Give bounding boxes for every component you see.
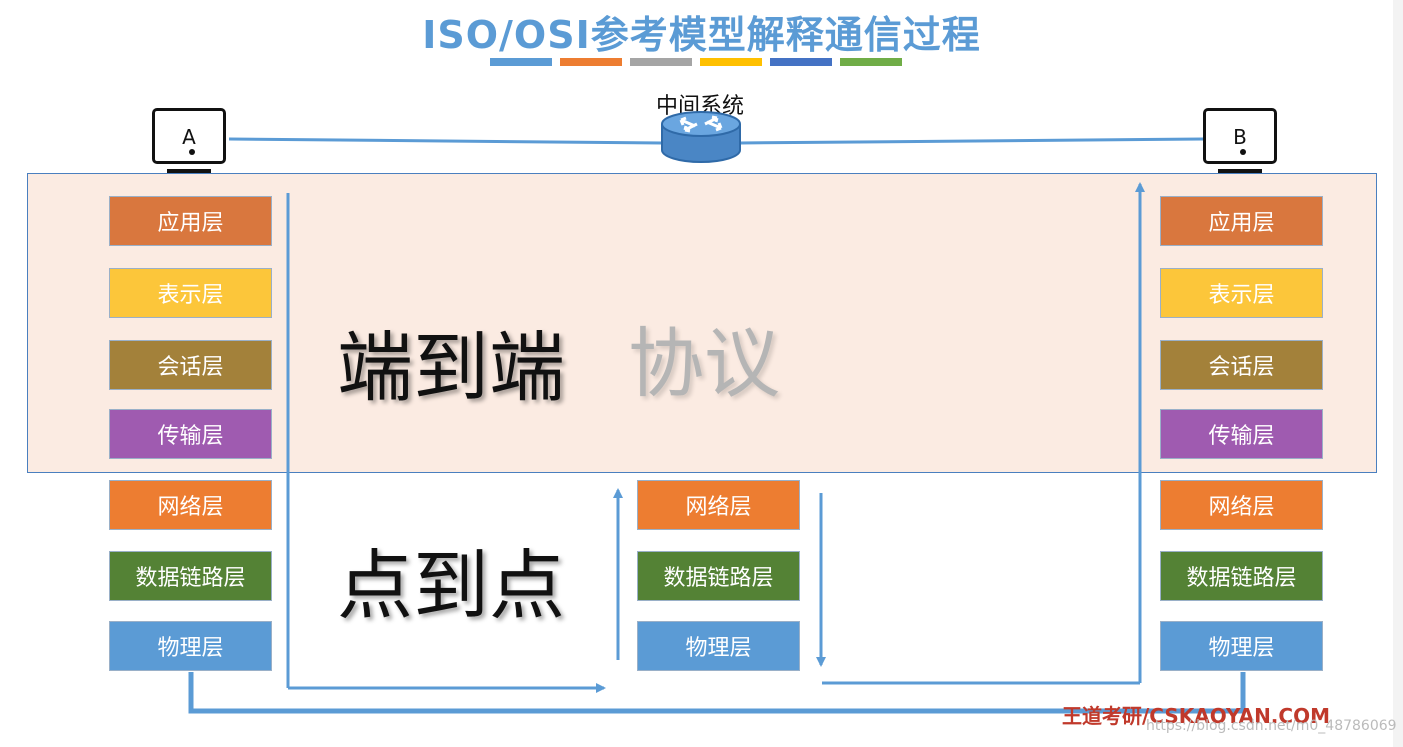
host-b-power-dot xyxy=(1240,149,1246,155)
host-b-stand xyxy=(1218,169,1262,173)
host-b-transport-layer: 传输层 xyxy=(1160,409,1323,459)
host-a-application-layer: 应用层 xyxy=(109,196,272,246)
physical-cable xyxy=(188,672,1246,714)
title-stripe-4 xyxy=(700,58,762,66)
watermark-logo-text: 王道考研/CSKAOYAN.COM xyxy=(1062,704,1330,728)
end-to-end-label: 端到端 xyxy=(337,323,565,412)
page-title: ISO/OSI参考模型解释通信过程 xyxy=(422,13,981,57)
title-stripe-5 xyxy=(770,58,832,66)
title-stripe-1 xyxy=(490,58,552,66)
host-b-physical-layer: 物理层 xyxy=(1160,621,1323,671)
host-b-session-layer: 会话层 xyxy=(1160,340,1323,390)
host-b-datalink-layer: 数据链路层 xyxy=(1160,551,1323,601)
host-a-monitor-icon: A xyxy=(152,108,226,164)
link-a-router xyxy=(228,137,663,145)
host-a-session-layer: 会话层 xyxy=(109,340,272,390)
host-b-network-layer: 网络层 xyxy=(1160,480,1323,530)
scrollbar-track[interactable] xyxy=(1393,0,1403,747)
watermark-url: https://blog.csdn.net/m0_48786069 xyxy=(1146,718,1397,734)
router-network-layer: 网络层 xyxy=(637,480,800,530)
title-stripe-3 xyxy=(630,58,692,66)
host-a-datalink-layer: 数据链路层 xyxy=(109,551,272,601)
router-physical-layer: 物理层 xyxy=(637,621,800,671)
host-b-label: B xyxy=(1233,125,1247,149)
host-b-monitor-icon: B xyxy=(1203,108,1277,164)
point-to-point-label: 点到点 xyxy=(337,541,565,630)
host-a-power-dot xyxy=(189,149,195,155)
host-a-label: A xyxy=(182,125,196,149)
title-stripe-6 xyxy=(840,58,902,66)
host-a-physical-layer: 物理层 xyxy=(109,621,272,671)
host-a-transport-layer: 传输层 xyxy=(109,409,272,459)
host-b-application-layer: 应用层 xyxy=(1160,196,1323,246)
host-a-stand xyxy=(167,169,211,173)
router-icon xyxy=(661,111,741,163)
router-datalink-layer: 数据链路层 xyxy=(637,551,800,601)
host-b-presentation-layer: 表示层 xyxy=(1160,268,1323,318)
protocol-label: 协议 xyxy=(628,319,780,408)
host-a-network-layer: 网络层 xyxy=(109,480,272,530)
link-router-b xyxy=(739,137,1204,145)
host-a-presentation-layer: 表示层 xyxy=(109,268,272,318)
title-stripe-2 xyxy=(560,58,622,66)
